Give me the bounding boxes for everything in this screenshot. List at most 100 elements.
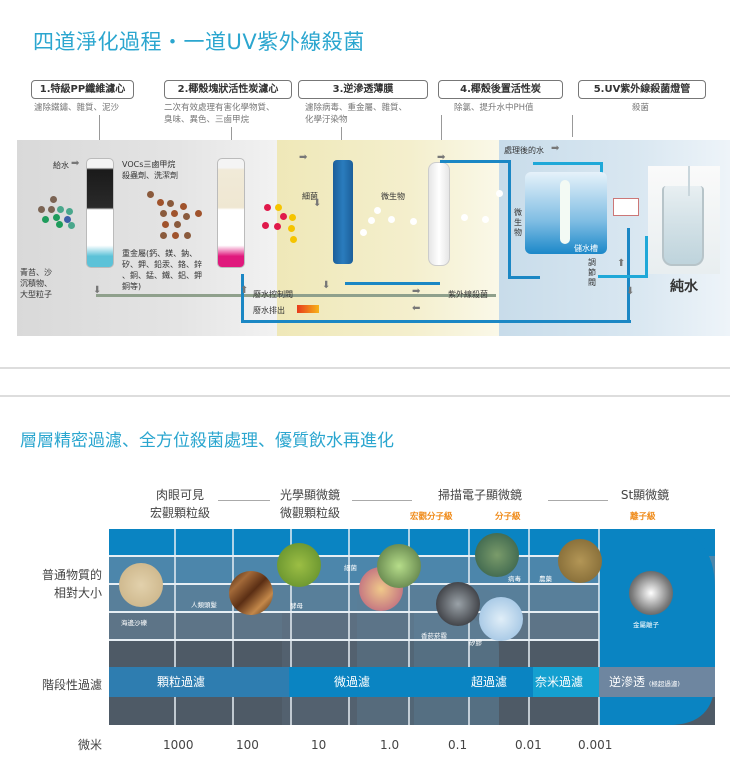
leader-line-1	[99, 115, 100, 155]
microbe-dot	[374, 207, 381, 214]
particle-dot	[66, 208, 73, 215]
row-label-relative-size-line1: 普通物質的	[41, 568, 102, 582]
tank-label: 儲水槽	[574, 244, 598, 253]
tick-0-1: 0.1	[448, 738, 468, 752]
microbe-dot	[388, 216, 395, 223]
particle-pesticide	[558, 539, 602, 583]
band-ultrafiltration: 超過濾	[471, 675, 508, 689]
particle-dot	[183, 213, 190, 220]
particle-dot	[289, 214, 296, 221]
tank-in-pipe	[508, 160, 511, 278]
stage-3-desc-line2: 化學汙染物	[305, 115, 348, 125]
particle-dot	[167, 200, 174, 207]
particle-bacteria-label: 細菌	[344, 564, 357, 572]
stage-2-label: 2.椰殼塊狀活性炭濾心	[164, 80, 292, 99]
tick-1-0: 1.0	[380, 738, 400, 752]
inlet-arrow-icon: ➡	[71, 158, 80, 169]
down-arrow-icon: ⬇	[313, 198, 322, 209]
treated-water-arrow-icon: ➡	[551, 143, 560, 154]
scope-sem: 掃描電子顯微鏡	[415, 486, 545, 504]
heavy-metals-label-3: 、銅、錳、鐵、鋁、鉀	[122, 271, 202, 280]
stage-1-desc: 濾除鐵鏽、雜質、泥沙	[34, 103, 120, 113]
flow-arrow-icon: ➡	[437, 152, 446, 163]
ro-out-pipe	[345, 282, 440, 285]
tick-100: 100	[236, 738, 259, 752]
microbe-dot	[496, 190, 503, 197]
faucet-pipe	[598, 275, 648, 278]
stage-4-label: 4.椰殼後置活性炭	[438, 80, 563, 99]
stage-5-desc: 殺菌	[632, 103, 650, 113]
water-stream	[688, 166, 690, 196]
scope-sem-line1: 掃描電子顯微鏡	[437, 488, 522, 502]
faucet-pipe-v	[645, 236, 648, 278]
particle-dot	[42, 216, 49, 223]
microbe-dot	[368, 217, 375, 224]
section2-title: 層層精密過濾、全方位殺菌處理、優質飲水再進化	[20, 431, 394, 451]
particle-dot	[171, 210, 178, 217]
particle-sand-label: 海邊沙礫	[121, 619, 147, 627]
down-arrow-icon: ⬇	[626, 286, 635, 297]
regulator-label: 調節閥	[588, 258, 596, 287]
particle-dot	[262, 222, 269, 229]
scope-naked-eye-line2: 宏觀顆粒級	[149, 506, 210, 520]
scope-naked-eye: 肉眼可見 宏觀顆粒級	[140, 486, 220, 522]
particle-hair	[229, 571, 273, 615]
tick-1000: 1000	[163, 738, 194, 752]
row-label-relative-size-line2: 相對大小	[53, 586, 102, 600]
uv-sterilize-label: 紫外線殺菌	[448, 290, 488, 299]
particle-bacteria-2	[377, 544, 421, 588]
sediment-label-1: 青苔、沙	[20, 268, 52, 277]
leader-line-5	[572, 115, 573, 137]
waste-flow-icon	[297, 305, 319, 313]
particle-smoke-label: 香菸菸霧	[421, 632, 447, 640]
tank-out-pipe	[533, 162, 603, 165]
stage-3-desc-line1: 濾除病毒、重金屬、雜質、	[305, 103, 408, 113]
ro-membrane	[333, 160, 353, 264]
band-ro-label: 逆滲透	[609, 675, 646, 689]
band-reverse-osmosis: 逆滲透 (極超過濾)	[599, 667, 715, 697]
particle-dot	[38, 206, 45, 213]
scope-arrow-line	[548, 500, 608, 501]
sediment-label-2: 沉積物、	[20, 279, 52, 288]
particle-virus	[475, 533, 519, 577]
faucet	[613, 198, 639, 216]
microbes-vertical-label: 微生物	[514, 208, 522, 237]
particle-dot	[57, 206, 64, 213]
section1-title: 四道淨化過程・一道UV紫外線殺菌	[33, 30, 365, 54]
carbon-block-cartridge	[217, 158, 245, 268]
sublabel-ionic: 離子級	[630, 512, 656, 522]
stage-2-desc-line1: 二次有效處理有害化學物質、	[164, 103, 275, 113]
tick-0-01: 0.01	[515, 738, 542, 752]
particle-sand	[119, 563, 163, 607]
waste-valve-label: 廢水控制閥	[253, 290, 293, 299]
particle-virus-label: 病毒	[508, 575, 521, 583]
ro-zone	[277, 140, 499, 336]
stage-2-desc-line2: 臭味、異色、三鹵甲烷	[164, 115, 250, 125]
microbes-label: 微生物	[381, 192, 405, 201]
tick-0-001: 0.001	[578, 738, 613, 752]
particle-dot	[157, 199, 164, 206]
microbe-dot	[461, 214, 468, 221]
carbon-out-pipe	[440, 160, 510, 163]
sediment-label-3: 大型粒子	[20, 290, 52, 299]
down-arrow-icon: ⬇	[93, 285, 102, 296]
particle-dot	[56, 221, 63, 228]
scope-arrow-line	[352, 500, 412, 501]
particle-dot	[64, 216, 71, 223]
particle-pesticide-label: 農藥	[539, 575, 552, 583]
return-arrow-icon: ⬅	[412, 303, 421, 314]
particle-metal-ion	[629, 571, 673, 615]
heavy-metals-label-1: 重金屬(鈣、鎂、鈉、	[122, 249, 198, 258]
band-nanofiltration: 奈米過濾	[533, 667, 599, 697]
size-chart: 顆粒過濾 微過濾 超過濾 奈米過濾 逆滲透 (極超過濾) 海邊沙礫 人類頭髮 酵…	[109, 529, 715, 725]
particle-dot	[280, 213, 287, 220]
tank-in-pipe-h	[508, 276, 540, 279]
waste-pipe	[96, 294, 496, 297]
band-particle-filtration: 顆粒過濾	[109, 667, 289, 697]
voc-label-2: 殺蟲劑、洗潔劑	[122, 171, 178, 180]
flow-arrow-icon: ➡	[412, 286, 421, 297]
glass-icon	[662, 186, 704, 266]
heavy-metals-label-2: 矽、鉀、鉛汞、鉻、鋅	[122, 260, 202, 269]
sublabel-molecular: 分子級	[495, 512, 521, 522]
inlet-label: 給水	[53, 161, 69, 170]
